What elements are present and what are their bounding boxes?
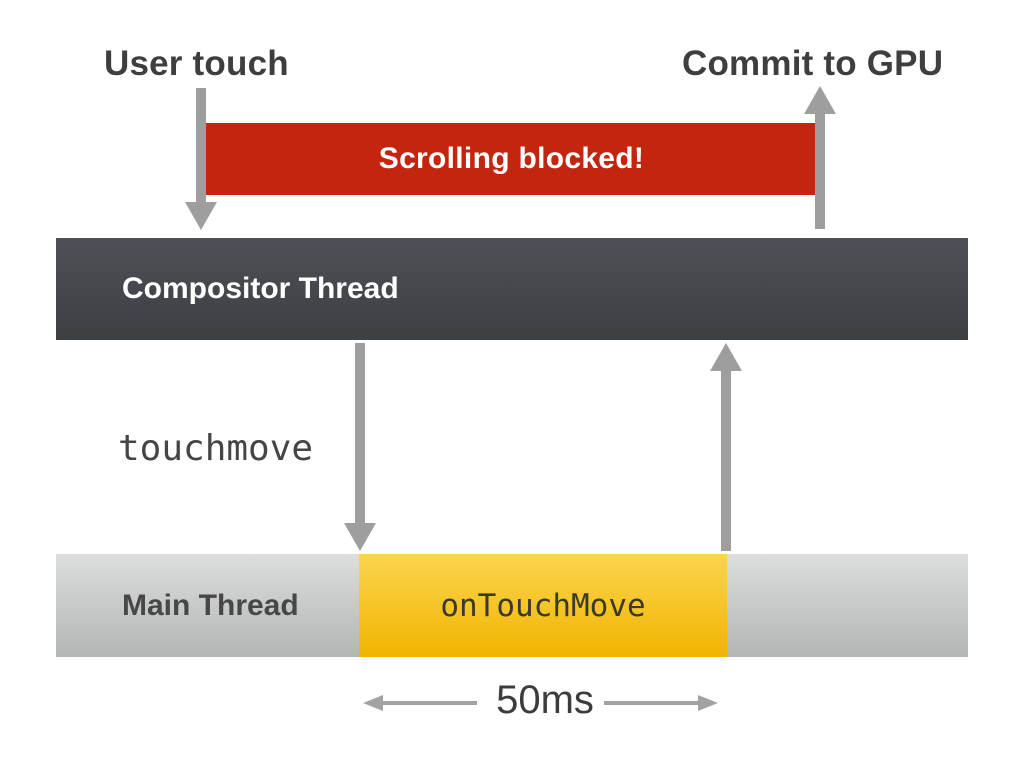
- arrow-head: [710, 343, 742, 371]
- compositor-thread-bar: Compositor Thread: [56, 238, 968, 340]
- arrow-down-user-touch-icon: [185, 88, 217, 230]
- arrow-head: [698, 695, 718, 711]
- arrow-left-duration-icon: [363, 695, 477, 711]
- arrow-right-duration-icon: [604, 695, 718, 711]
- main-thread-label: Main Thread: [122, 588, 299, 622]
- arrow-shaft: [355, 343, 365, 525]
- duration-label: 50ms: [496, 678, 594, 722]
- arrow-shaft: [721, 369, 731, 551]
- arrow-head: [363, 695, 383, 711]
- user-touch-label: User touch: [104, 44, 289, 83]
- arrow-shaft: [196, 88, 206, 204]
- ontouchmove-handler-block: onTouchMove: [359, 554, 727, 657]
- touchmove-event-label: touchmove: [118, 428, 314, 469]
- compositor-thread-label: Compositor Thread: [122, 272, 399, 305]
- ontouchmove-handler-label: onTouchMove: [440, 587, 646, 624]
- scrolling-blocked-text: Scrolling blocked!: [378, 142, 645, 175]
- commit-to-gpu-label: Commit to GPU: [682, 44, 944, 83]
- arrow-down-touchmove-icon: [344, 343, 376, 551]
- arrow-head: [185, 202, 217, 230]
- arrow-up-to-compositor-icon: [710, 343, 742, 551]
- arrow-head: [344, 523, 376, 551]
- scrolling-blocked-banner: Scrolling blocked!: [206, 123, 817, 195]
- arrow-shaft: [381, 701, 477, 705]
- arrow-head: [804, 86, 836, 114]
- arrow-up-commit-gpu-icon: [804, 86, 836, 229]
- arrow-shaft: [604, 701, 700, 705]
- arrow-shaft: [815, 112, 825, 229]
